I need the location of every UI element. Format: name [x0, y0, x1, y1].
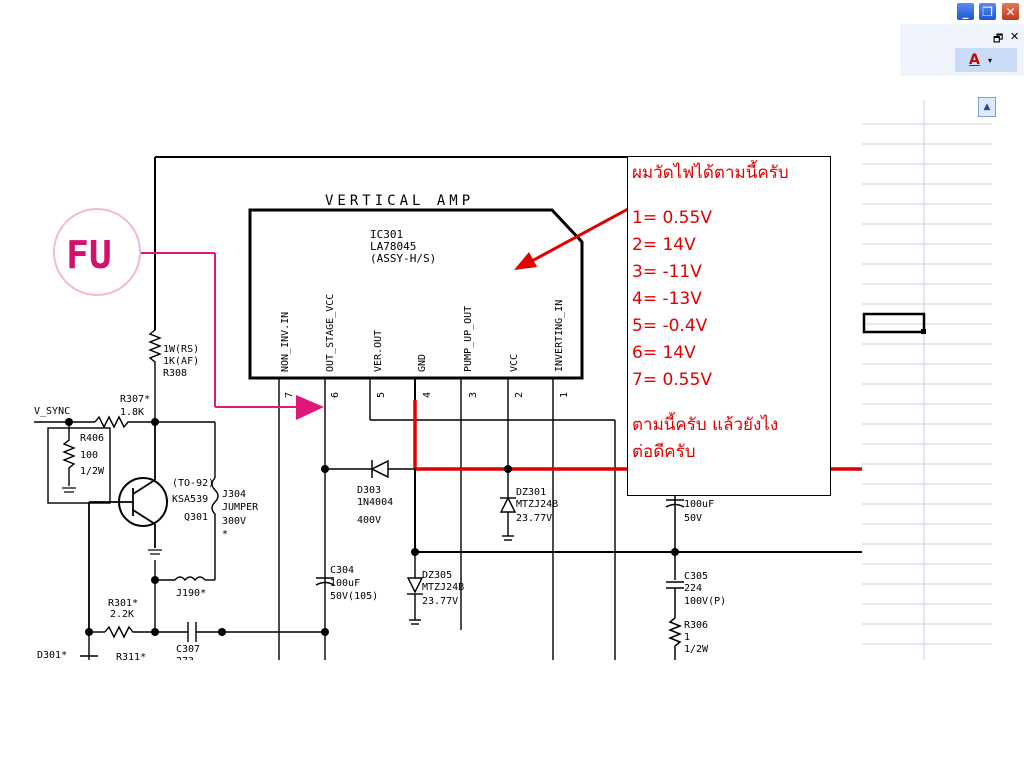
- d303-diode: [325, 459, 415, 479]
- pin6-name: OUT_STAGE_VCC: [325, 294, 336, 372]
- pin2-num: 2: [514, 392, 525, 398]
- r311-ref: R311*: [116, 652, 146, 662]
- d303-part: 1N4004: [357, 497, 393, 508]
- c304-rating: 50V(105): [330, 591, 378, 602]
- j304-label: JUMPER: [222, 502, 259, 513]
- q301-part: KSA539: [172, 494, 208, 505]
- restore-button[interactable]: ❐: [978, 2, 997, 21]
- schematic-diagram: VERTICAL AMP IC301 LA78045 (ASSY-H/S) NO…: [34, 156, 862, 662]
- reading-pin2: 2= 14V: [632, 235, 696, 255]
- pin7-num: 7: [284, 392, 295, 398]
- close-button[interactable]: ✕: [1001, 2, 1020, 21]
- ic-body: [248, 208, 584, 380]
- dz305-part: MTZJ24B: [422, 582, 464, 593]
- c305-ref: C305: [684, 571, 708, 582]
- dz301-zener: [499, 469, 517, 541]
- pin4-name: GND: [417, 354, 428, 372]
- ribbon-restore-icon[interactable]: 🗗: [993, 32, 1004, 45]
- pin3-name: PUMP_UP_OUT: [463, 306, 474, 372]
- c307-ref: C307: [176, 644, 200, 655]
- ribbon-close-icon[interactable]: ✕: [1010, 30, 1020, 43]
- format-toolbar: [955, 48, 1017, 72]
- c304-capacitor: [315, 577, 335, 586]
- dz301-voltage: 23.77V: [516, 513, 552, 524]
- r307-value: 1.8K: [120, 407, 144, 418]
- pink-arrow-head: [296, 395, 324, 420]
- reading-pin6: 6= 14V: [632, 343, 696, 363]
- pin6-num: 6: [330, 392, 341, 398]
- pin1-num: 1: [559, 392, 570, 398]
- c307-value: 273: [176, 656, 194, 662]
- j304-ref: J304: [222, 489, 246, 500]
- block-title: VERTICAL AMP: [325, 193, 474, 209]
- note-title: ผมวัดไฟได้ตามนี้ครับ: [632, 163, 789, 183]
- j304-rating: 300V: [222, 516, 246, 527]
- r406-rating: 1/2W: [80, 466, 105, 477]
- fuse-label: FU: [66, 233, 112, 277]
- bottom-blank-area: [0, 660, 1024, 768]
- ic-ref: IC301: [370, 228, 403, 241]
- note-question-line2: ต่อดีครับ: [632, 442, 696, 462]
- cap-right-rating: 50V: [684, 513, 702, 524]
- r301-value: 2.2K: [110, 609, 134, 620]
- c304-ref: C304: [330, 565, 354, 576]
- ic-assy: (ASSY-H/S): [370, 252, 436, 265]
- j304-star: *: [222, 529, 228, 540]
- reading-pin7: 7= 0.55V: [632, 370, 712, 390]
- v-sync-label: V_SYNC: [34, 406, 70, 417]
- c305-value: 224: [684, 583, 702, 594]
- cap-right-value: 100uF: [684, 499, 714, 510]
- q301-ref: Q301: [184, 512, 208, 523]
- d301-ref: D301*: [37, 650, 67, 661]
- ic-part: LA78045: [370, 240, 416, 253]
- dz305-voltage: 23.77V: [422, 596, 458, 607]
- r308-power: 1W(RS): [163, 344, 199, 355]
- pin3-num: 3: [468, 392, 479, 398]
- q301-package: (TO-92): [172, 478, 214, 489]
- r306-rating: 1/2W: [684, 644, 709, 655]
- r306-ref: R306: [684, 620, 708, 631]
- reading-pin1: 1= 0.55V: [632, 208, 712, 228]
- r308-value: 1K(AF): [163, 356, 199, 367]
- r306-value: 1: [684, 632, 690, 643]
- sheet-grid: [862, 100, 992, 660]
- red-arrow-head: [514, 252, 537, 270]
- font-color-icon[interactable]: A: [969, 52, 980, 68]
- c305-rating: 100V(P): [684, 596, 726, 607]
- pin5-name: VER.OUT: [373, 330, 384, 372]
- pin2-name: VCC: [509, 354, 520, 372]
- reading-pin4: 4= -13V: [632, 289, 702, 309]
- fuse-marker: [53, 208, 141, 296]
- r301-ref: R301*: [108, 598, 138, 609]
- measurement-note: ผมวัดไฟได้ตามนี้ครับ 1= 0.55V 2= 14V 3= …: [627, 156, 831, 496]
- pin4-num: 4: [422, 392, 433, 398]
- r406-box: [47, 427, 111, 504]
- r307-ref: R307*: [120, 394, 150, 405]
- font-color-dropdown-icon[interactable]: ▾: [988, 56, 993, 65]
- dz305-ref: DZ305: [422, 570, 452, 581]
- pin5-num: 5: [376, 392, 387, 398]
- pin7-name: NON_INV.IN: [280, 312, 291, 372]
- reading-pin3: 3= -11V: [632, 262, 702, 282]
- r406-ref: R406: [80, 433, 104, 444]
- pink-fuse-wire: [140, 252, 300, 408]
- r308-resistor: [148, 329, 162, 422]
- r406-value: 100: [80, 450, 98, 461]
- dz305-zener: [406, 552, 424, 625]
- r406-resistor: [62, 422, 76, 486]
- scroll-up-button[interactable]: ▲: [978, 97, 996, 117]
- c304-value: 100uF: [330, 578, 360, 589]
- spreadsheet-area: [862, 100, 992, 660]
- dz301-part: MTZJ24B: [516, 499, 558, 510]
- pin1-name: INVERTING_IN: [554, 300, 565, 372]
- j190-ref: J190*: [176, 588, 206, 599]
- d303-ref: D303: [357, 485, 381, 496]
- reading-pin5: 5= -0.4V: [632, 316, 708, 336]
- dz301-ref: DZ301: [516, 487, 546, 498]
- note-question-line1: ตามนี้ครับ แล้วยังไง: [632, 415, 779, 435]
- d303-rating: 400V: [357, 515, 381, 526]
- r308-ref: R308: [163, 368, 187, 379]
- minimize-button[interactable]: _: [956, 2, 975, 21]
